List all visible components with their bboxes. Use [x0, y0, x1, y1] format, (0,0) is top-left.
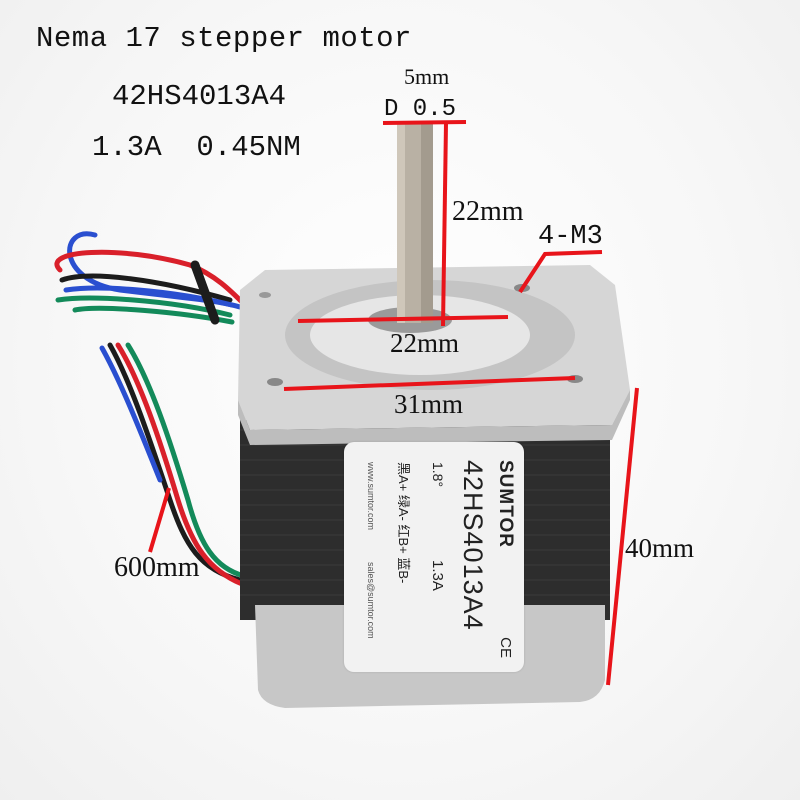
label-current: 1.3A [429, 560, 446, 591]
dim-boss-diameter: 22mm [390, 328, 460, 358]
label-website: www.sumtor.com [366, 462, 376, 531]
label-email: sales@sumtor.com [366, 562, 376, 639]
title-specs: 1.3A 0.45NM [92, 131, 301, 164]
label-step-angle: 1.8° [430, 462, 446, 488]
brand-name: SUMTOR [495, 460, 516, 548]
dimension-lines [148, 120, 639, 686]
dim-shaft-diameter: 5mm [404, 64, 450, 89]
dim-body-length: 40mm [625, 533, 695, 563]
dim-hole-spacing: 31mm [394, 389, 464, 419]
wire-bundle [54, 231, 253, 587]
dim-cable-length: 600mm [114, 552, 200, 583]
motor-nameplate: SUMTOR CE 42HS4013A4 1.8° 1.3A 黑A+ 绿A- 红… [344, 442, 524, 672]
title-model: 42HS4013A4 [112, 80, 287, 113]
ce-mark-icon: CE [497, 637, 514, 658]
mount-hole [259, 292, 271, 298]
label-wiring: 黑A+ 绿A- 红B+ 蓝B- [396, 462, 411, 584]
label-model: 42HS4013A4 [458, 460, 488, 631]
dim-mount-holes: 4-M3 [538, 222, 603, 252]
title-line-1: Nema 17 stepper motor [36, 22, 412, 55]
dim-shaft-length: 22mm [452, 196, 524, 227]
dim-d-cut: D 0.5 [384, 96, 457, 123]
mount-hole [267, 378, 283, 386]
